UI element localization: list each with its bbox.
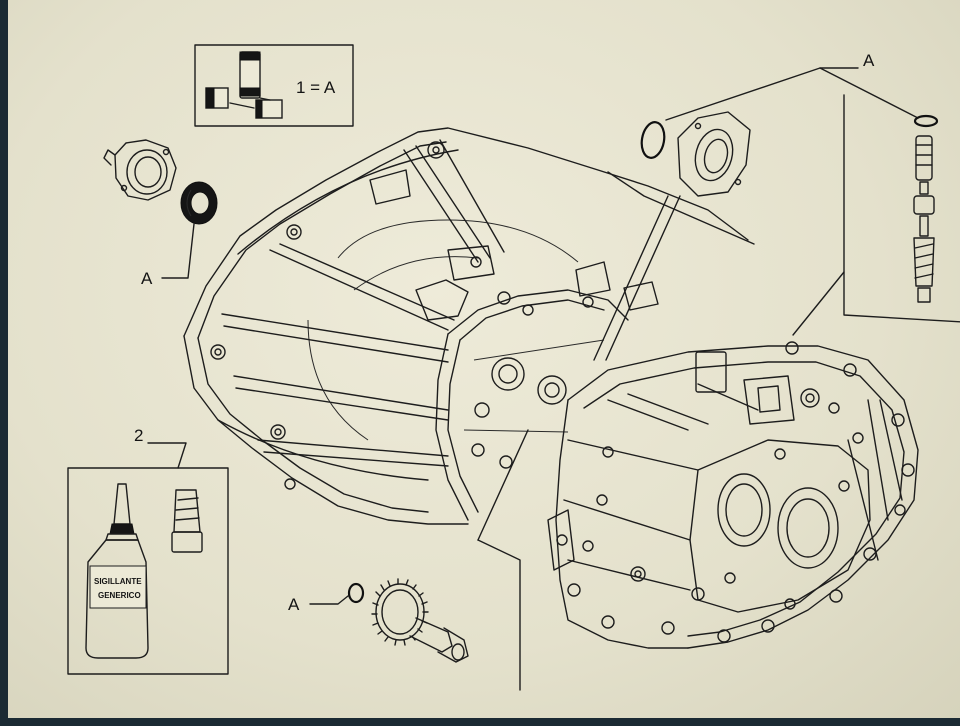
- sealant-box: 2 SIGILLANTE GENERICO: [67, 426, 229, 675]
- bottle-cap-icon: [171, 489, 203, 553]
- mid-plate: [435, 261, 659, 521]
- flange-top-right: [677, 111, 751, 197]
- svg-text:A: A: [288, 595, 300, 614]
- callout-a-left: A: [141, 223, 195, 288]
- gearbox-casing: [547, 341, 919, 649]
- bottle-label-line2: GENERICO: [98, 591, 141, 600]
- svg-text:A: A: [863, 51, 875, 70]
- gearbox-exploded-diagram: 1 = A A A: [67, 44, 960, 691]
- bottle-label-line1: SIGILLANTE: [94, 577, 142, 586]
- oring-bottom: [347, 582, 365, 604]
- sensor-panel: [792, 94, 960, 336]
- sealant-number: 2: [134, 426, 143, 445]
- leader-lines: [477, 171, 755, 691]
- legend-box: 1 = A: [194, 44, 354, 127]
- callout-a-bottom: A: [288, 595, 349, 614]
- speed-sensor-icon: [913, 135, 935, 303]
- diagram-page: 1 = A A A: [8, 0, 960, 718]
- sealant-bottle-icon: SIGILLANTE GENERICO: [85, 483, 149, 659]
- callout-a-top: A: [665, 51, 919, 121]
- legend-equation: 1 = A: [296, 78, 336, 97]
- bell-housing: [183, 127, 749, 525]
- grease-cans-icon: [205, 51, 283, 119]
- output-shaft-gear: [371, 578, 469, 663]
- flange-left: [103, 139, 177, 201]
- oil-seal-left: [180, 181, 218, 225]
- svg-text:A: A: [141, 269, 153, 288]
- oring-top: [640, 121, 666, 159]
